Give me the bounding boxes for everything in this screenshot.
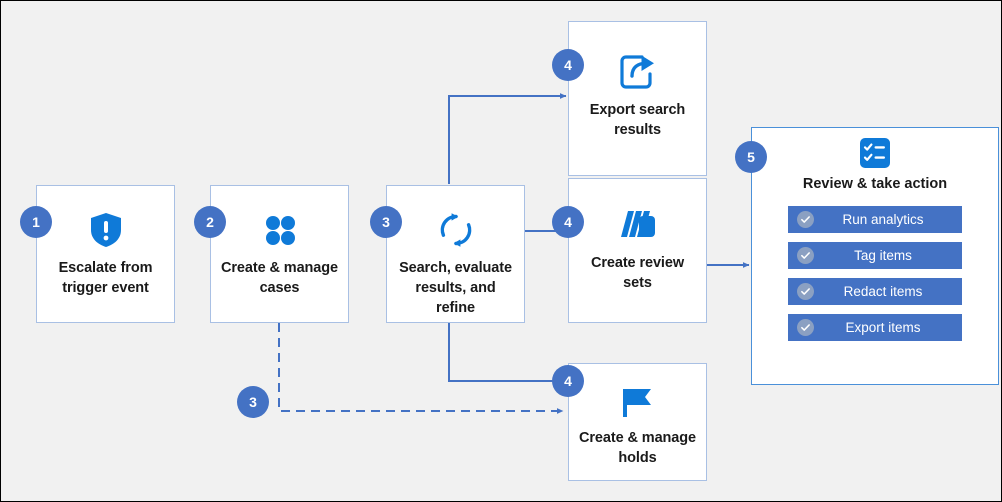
action-label: Tag items <box>854 248 912 263</box>
card-label-line1: Search, evaluate <box>399 260 512 276</box>
check-circle-icon <box>797 247 814 264</box>
card-label-line1: Create review <box>590 255 684 271</box>
card-search-evaluate-refine[interactable]: Search, evaluate results, and refine <box>386 185 525 323</box>
card-label-line2: sets <box>623 275 652 291</box>
step-badge-1: 1 <box>20 206 52 238</box>
four-dots-icon <box>262 202 298 258</box>
card-label: Create review sets <box>583 253 692 293</box>
connector-search-to-holds <box>448 323 567 384</box>
panel-title: Review & take action <box>802 176 948 192</box>
card-label-line2: results <box>614 122 661 138</box>
step-badge-2: 2 <box>194 206 226 238</box>
action-label: Export items <box>845 320 921 335</box>
step-badge-3: 3 <box>370 206 402 238</box>
step-badge-4-holds: 4 <box>552 365 584 397</box>
card-label: Export search results <box>582 100 693 140</box>
refresh-cycle-icon <box>437 202 475 258</box>
step-badge-4-export: 4 <box>552 49 584 81</box>
card-export-search-results[interactable]: Export search results <box>568 21 707 176</box>
card-escalate-from-trigger-event[interactable]: Escalate from trigger event <box>36 185 175 323</box>
check-circle-icon <box>797 211 814 228</box>
card-label-line1: Create & manage <box>221 260 338 276</box>
panel-review-take-action[interactable]: Review & take action Run analytics Tag i… <box>751 127 999 385</box>
export-share-icon <box>619 44 657 100</box>
check-circle-icon <box>797 283 814 300</box>
card-label-line2: holds <box>618 450 657 466</box>
card-label: Create & manage holds <box>571 428 704 468</box>
card-label: Create & manage cases <box>213 258 346 298</box>
connector-search-to-export <box>448 92 567 184</box>
card-label-line2: cases <box>259 280 300 296</box>
step-badge-4-review-sets: 4 <box>552 206 584 238</box>
card-label: Search, evaluate results, and refine <box>387 258 524 318</box>
connector-cases-to-holds-dashed <box>278 323 564 414</box>
shield-alert-icon <box>89 202 123 258</box>
card-label-line2: trigger event <box>62 280 149 296</box>
card-label-line1: Create & manage <box>579 430 696 446</box>
card-label: Escalate from trigger event <box>51 258 161 298</box>
step-badge-5: 5 <box>735 141 767 173</box>
step-badge-3-dashed-branch: 3 <box>237 386 269 418</box>
stacked-layers-icon <box>618 197 658 253</box>
checklist-icon <box>860 138 890 172</box>
action-label: Redact items <box>843 284 923 299</box>
action-label: Run analytics <box>842 212 924 227</box>
flag-icon <box>618 380 658 428</box>
action-button-run-analytics[interactable]: Run analytics <box>788 206 962 233</box>
card-label-line1: Export search <box>589 102 686 118</box>
check-circle-icon <box>797 319 814 336</box>
action-button-tag-items[interactable]: Tag items <box>788 242 962 269</box>
card-label-line2: results, and refine <box>415 280 496 316</box>
action-button-export-items[interactable]: Export items <box>788 314 962 341</box>
action-button-redact-items[interactable]: Redact items <box>788 278 962 305</box>
card-create-manage-cases[interactable]: Create & manage cases <box>210 185 349 323</box>
card-create-review-sets[interactable]: Create review sets <box>568 178 707 323</box>
card-create-manage-holds[interactable]: Create & manage holds <box>568 363 707 481</box>
card-label-line1: Escalate from <box>58 260 153 276</box>
